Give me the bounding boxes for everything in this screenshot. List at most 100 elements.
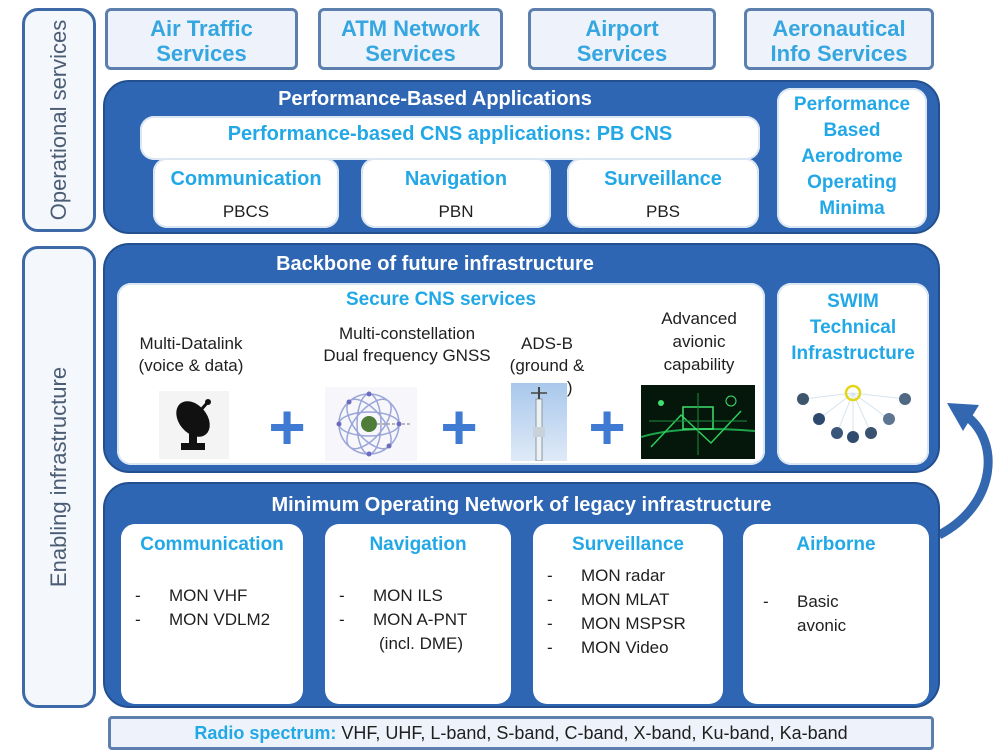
advanced-avionic-label: Advanced avionic capability: [637, 307, 761, 376]
pbn-label: PBN: [438, 202, 474, 221]
mon-airborne-list: -Basic avonic: [763, 590, 846, 638]
mon-surveillance-list: -MON radar -MON MLAT -MON MSPSR -MON Vid…: [547, 564, 686, 660]
label-line: Dual frequency GNSS: [323, 346, 491, 365]
service-line1: Airport: [585, 16, 659, 41]
pbcs-label: PBCS: [222, 202, 270, 221]
list-item: -MON MSPSR: [547, 612, 686, 636]
label-line: Multi-constellation: [338, 324, 476, 343]
curved-arrow-icon: [935, 385, 1005, 545]
avionics-display-icon: [640, 385, 756, 459]
service-line2: Services: [576, 41, 668, 66]
mon-communication-list: -MON VHF -MON VDLM2: [135, 584, 270, 632]
aerodrome-line: Performance: [793, 94, 911, 115]
service-line2: Services: [365, 41, 456, 66]
swim-title: SWIM Technical Infrastructure: [777, 289, 929, 367]
list-item-text: MON ILS: [373, 586, 443, 605]
radio-spectrum-label: Radio spectrum:: [194, 723, 337, 743]
mon-navigation-title: Navigation: [369, 534, 467, 555]
label-line: (voice & data): [138, 356, 244, 375]
list-item: -MON VDLM2: [135, 608, 270, 632]
list-item: -MON radar: [547, 564, 686, 588]
mon-surveillance-title: Surveillance: [572, 534, 684, 555]
backbone-title: Backbone of future infrastructure: [276, 253, 594, 275]
aerodrome-line: Aerodrome: [801, 146, 903, 167]
list-item-text: MON VDLM2: [169, 610, 271, 629]
service-line2: Services: [156, 41, 247, 66]
service-line1: Air Traffic: [150, 16, 253, 41]
label-line: (ground &: [509, 356, 585, 375]
enabling-infrastructure-label: Enabling infrastructure: [46, 366, 71, 588]
pbn-category: Navigation: [404, 168, 508, 190]
pbcs-category: Communication: [170, 168, 322, 190]
list-item: -MON MLAT: [547, 588, 686, 612]
list-item: (incl. DME): [339, 632, 467, 656]
pbn-box: Navigation PBN: [361, 158, 551, 228]
list-item-text: avonic: [797, 616, 847, 635]
service-line1: ATM Network: [341, 16, 480, 41]
swim-line: Infrastructure: [791, 343, 915, 364]
mon-airborne-box: Airborne -Basic avonic: [743, 524, 929, 704]
gnss-label: Multi-constellation Dual frequency GNSS: [297, 323, 517, 367]
ads-b-antenna-icon: [511, 383, 567, 462]
label-line: Multi-Datalink: [139, 334, 243, 353]
label-line: avionic: [672, 332, 726, 351]
secure-cns-box: Secure CNS services Multi-Datalink (voic…: [117, 283, 765, 465]
label-line: capability: [663, 355, 735, 374]
aerodrome-line: Based: [823, 120, 881, 141]
label-line: ADS-B: [521, 334, 573, 353]
list-item-text: (incl. DME): [379, 634, 464, 653]
operational-services-label-box: Operational services: [22, 8, 96, 232]
swim-box: SWIM Technical Infrastructure: [777, 283, 929, 465]
list-item: avonic: [763, 614, 846, 638]
aerodrome-line: Minima: [819, 198, 885, 219]
pbs-box: Surveillance PBS: [567, 158, 759, 228]
multi-datalink-label: Multi-Datalink (voice & data): [117, 333, 265, 377]
mon-communication-box: Communication -MON VHF -MON VDLM2: [121, 524, 303, 704]
secure-cns-title: Secure CNS services: [345, 289, 537, 310]
list-item-text: MON Video: [581, 638, 669, 657]
mon-navigation-list: -MON ILS -MON A-PNT (incl. DME): [339, 584, 467, 656]
mon-airborne-title: Airborne: [796, 534, 876, 555]
pba-title: Performance-Based Applications: [278, 88, 592, 110]
list-item-text: MON radar: [581, 566, 666, 585]
label-line: Advanced: [661, 309, 737, 328]
enabling-infrastructure-label-box: Enabling infrastructure: [22, 246, 96, 708]
plus-icon: +: [588, 391, 626, 463]
list-item: -Basic: [763, 590, 846, 614]
list-item: -MON VHF: [135, 584, 270, 608]
list-item: -MON A-PNT: [339, 608, 467, 632]
plus-icon: +: [268, 391, 306, 463]
swim-network-icon: [793, 383, 913, 447]
satellite-dish-icon: [159, 391, 229, 459]
list-item-text: MON MLAT: [581, 590, 670, 609]
list-item-text: Basic: [797, 592, 839, 611]
pbs-label: PBS: [645, 202, 681, 221]
service-line2: Info Services: [770, 41, 908, 66]
mon-communication-title: Communication: [140, 534, 284, 555]
pbs-category: Surveillance: [604, 168, 722, 190]
gnss-constellation-icon: [325, 387, 417, 461]
backbone-panel: Backbone of future infrastructure Secure…: [103, 243, 940, 473]
swim-line: Technical: [809, 317, 897, 338]
plus-icon: +: [440, 391, 478, 463]
list-item-text: MON A-PNT: [373, 610, 468, 629]
pbcns-box: Performance-based CNS applications: PB C…: [140, 116, 760, 160]
pbcns-title: Performance-based CNS applications: PB C…: [227, 123, 673, 145]
mon-panel: Minimum Operating Network of legacy infr…: [103, 482, 940, 708]
mon-surveillance-box: Surveillance -MON radar -MON MLAT -MON M…: [533, 524, 723, 704]
performance-based-applications-panel: Performance-Based Applications Performan…: [103, 80, 940, 234]
swim-line: SWIM: [827, 291, 879, 312]
list-item-text: MON VHF: [169, 586, 248, 605]
pbcs-box: Communication PBCS: [153, 158, 339, 228]
list-item-text: MON MSPSR: [581, 614, 686, 633]
list-item: -MON ILS: [339, 584, 467, 608]
mon-title: Minimum Operating Network of legacy infr…: [271, 494, 772, 516]
aerodrome-minima-box: Performance Based Aerodrome Operating Mi…: [777, 88, 927, 228]
radio-spectrum-bands: VHF, UHF, L-band, S-band, C-band, X-band…: [336, 723, 848, 743]
list-item: -MON Video: [547, 636, 686, 660]
service-line1: Aeronautical: [772, 16, 906, 41]
